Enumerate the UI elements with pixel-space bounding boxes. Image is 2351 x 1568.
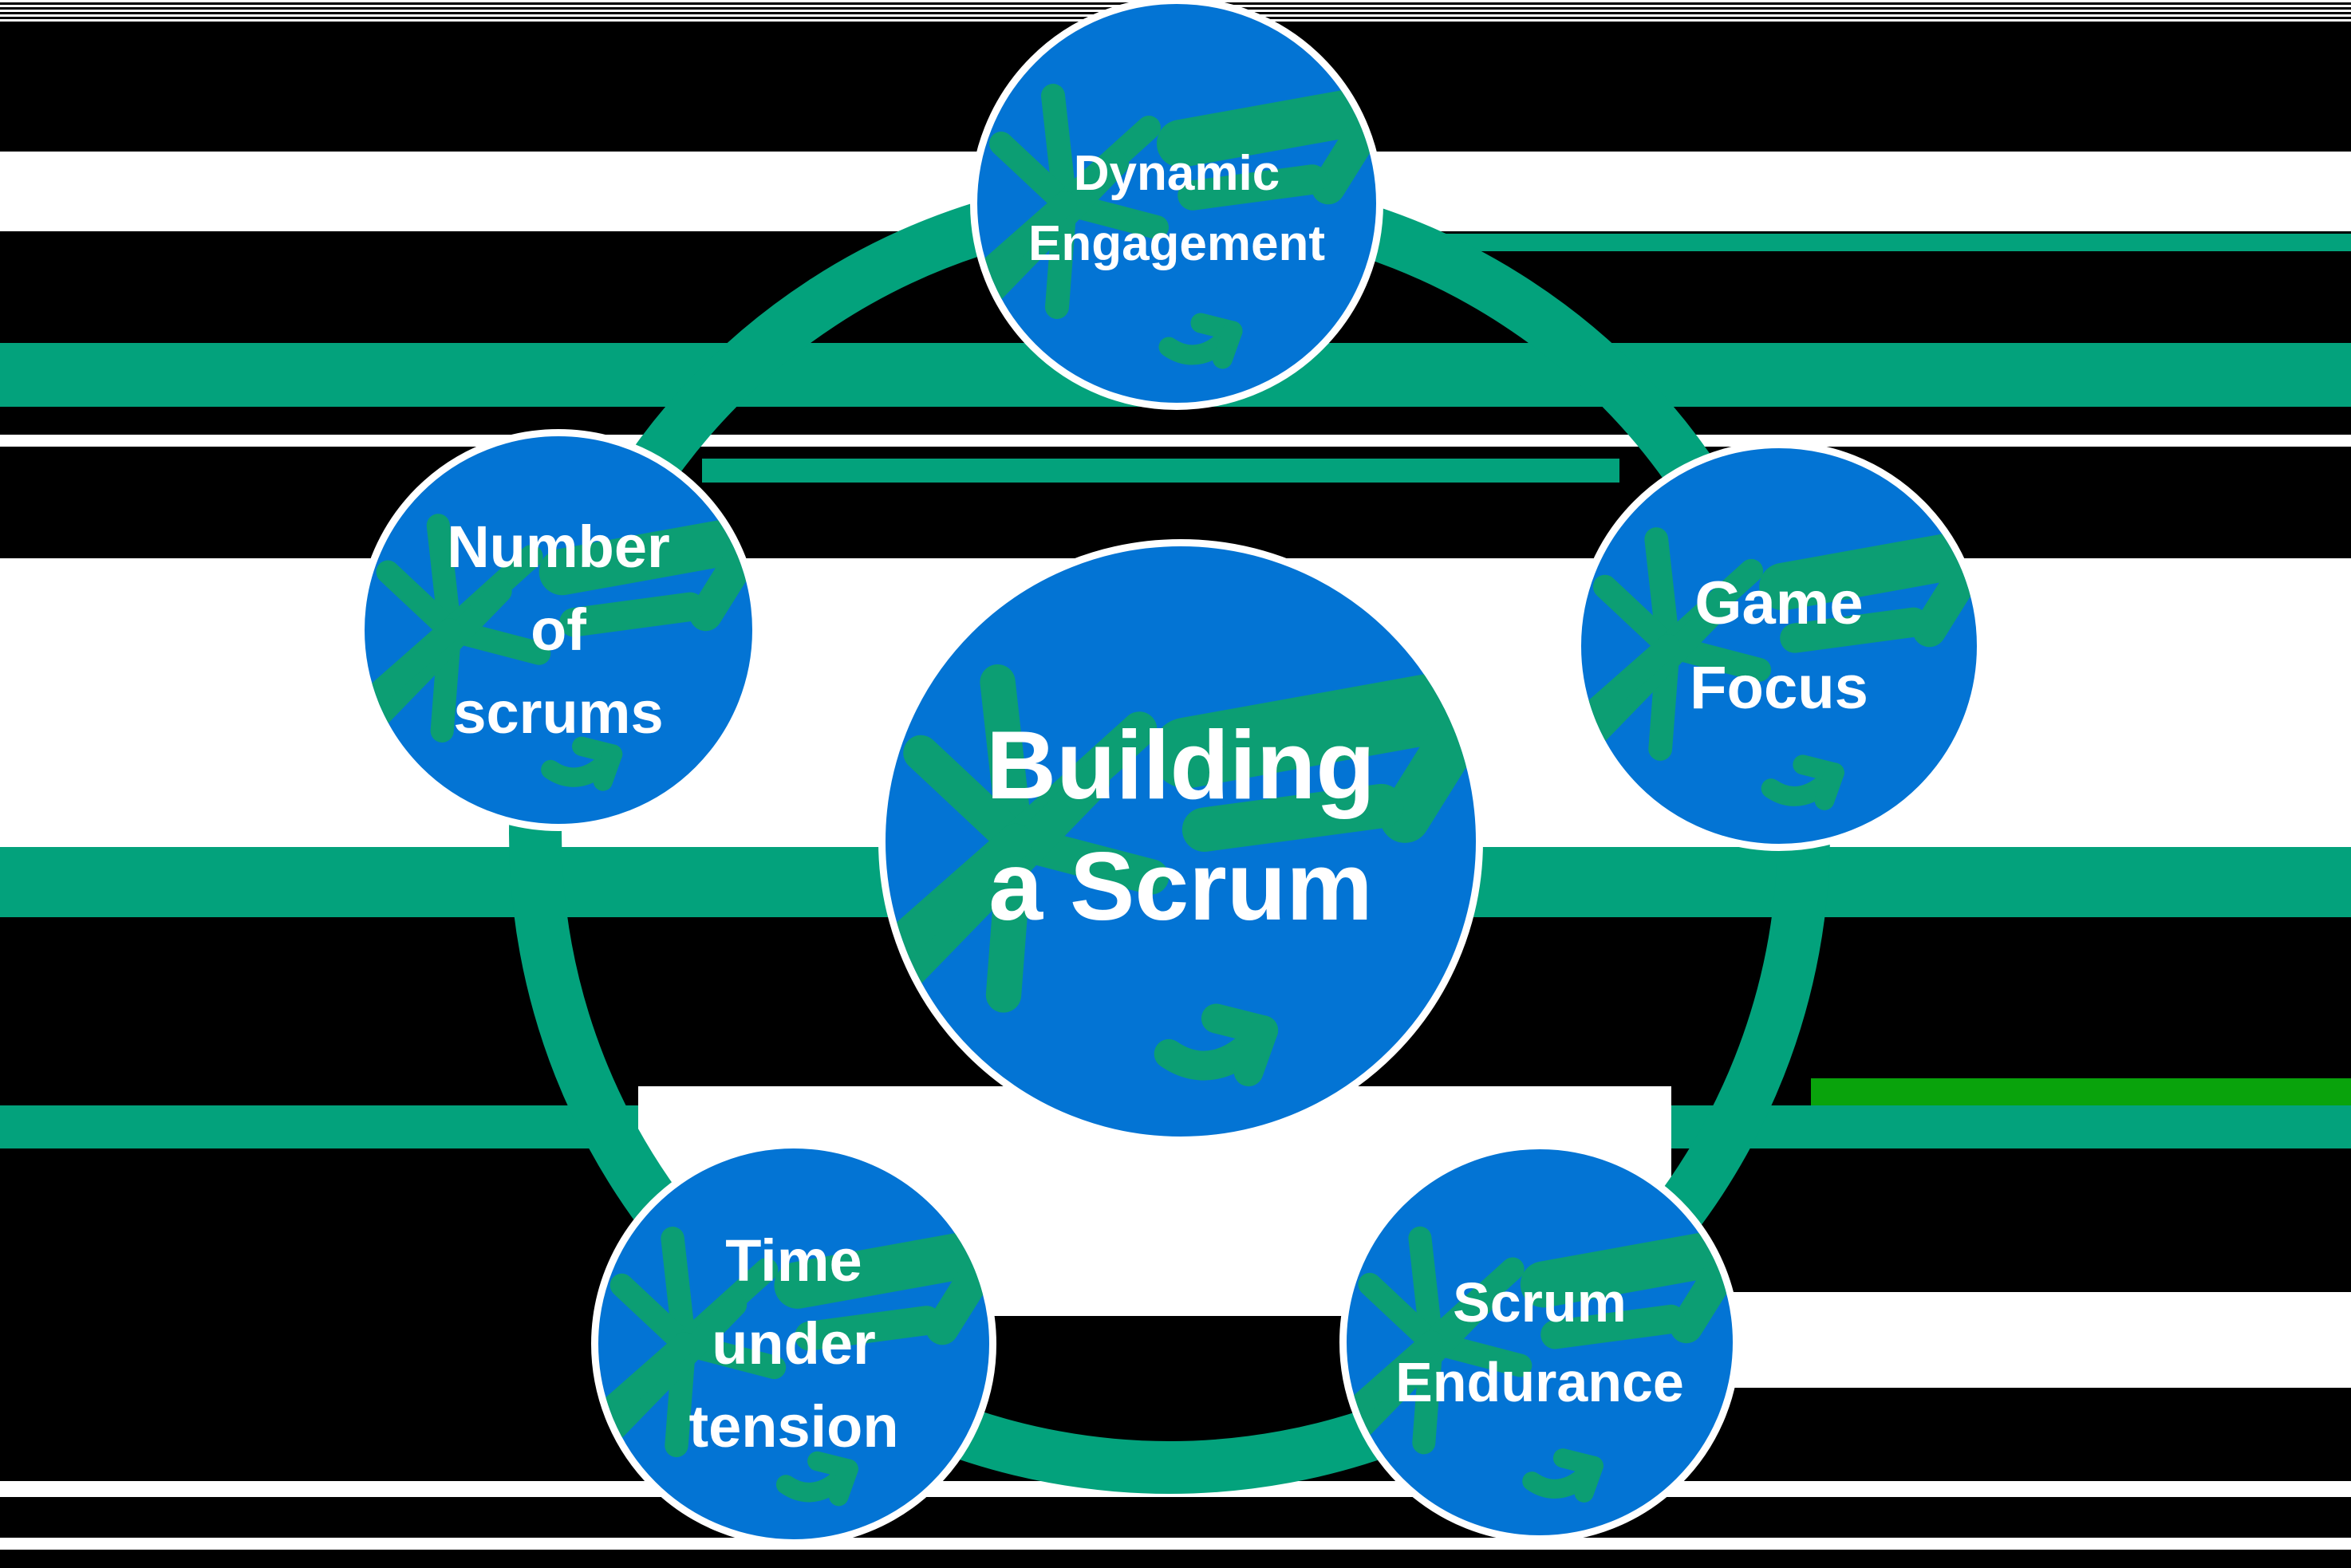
- label-line: Number: [447, 514, 670, 580]
- node-label: Dynamic Engagement: [977, 4, 1376, 403]
- label-line: Game: [1694, 569, 1864, 637]
- background-stripe: [1811, 1078, 2351, 1105]
- label-line: under: [712, 1310, 876, 1377]
- node-time-under-tension: Time under tension: [591, 1141, 996, 1546]
- background-stripe: [1356, 234, 2351, 251]
- node-label: Time under tension: [598, 1148, 989, 1539]
- node-label: Building a Scrum: [886, 546, 1476, 1137]
- node-label: Number of scrums: [365, 436, 752, 824]
- node-building-a-scrum: Building a Scrum: [878, 539, 1483, 1144]
- label-line: Focus: [1690, 654, 1868, 722]
- label-line: of: [531, 597, 586, 663]
- label-line: Dynamic: [1073, 146, 1280, 201]
- node-label: Game Focus: [1581, 448, 1977, 844]
- label-line: Scrum: [1453, 1271, 1627, 1334]
- background-stripe: [0, 1538, 2351, 1550]
- label-line: a Scrum: [988, 832, 1373, 940]
- label-line: scrums: [453, 680, 664, 746]
- node-dynamic-engagement: Dynamic Engagement: [970, 0, 1383, 410]
- label-line: tension: [688, 1393, 899, 1460]
- node-number-of-scrums: Number of scrums: [357, 429, 759, 831]
- node-label: Scrum Endurance: [1347, 1149, 1733, 1535]
- background-stripe: [702, 459, 1619, 483]
- node-scrum-endurance: Scrum Endurance: [1339, 1142, 1740, 1542]
- background-stripe: [1671, 1292, 2351, 1388]
- label-line: Engagement: [1028, 216, 1326, 271]
- label-line: Endurance: [1395, 1351, 1684, 1413]
- label-line: Building: [986, 711, 1375, 819]
- node-game-focus: Game Focus: [1574, 441, 1984, 851]
- label-line: Time: [725, 1227, 862, 1294]
